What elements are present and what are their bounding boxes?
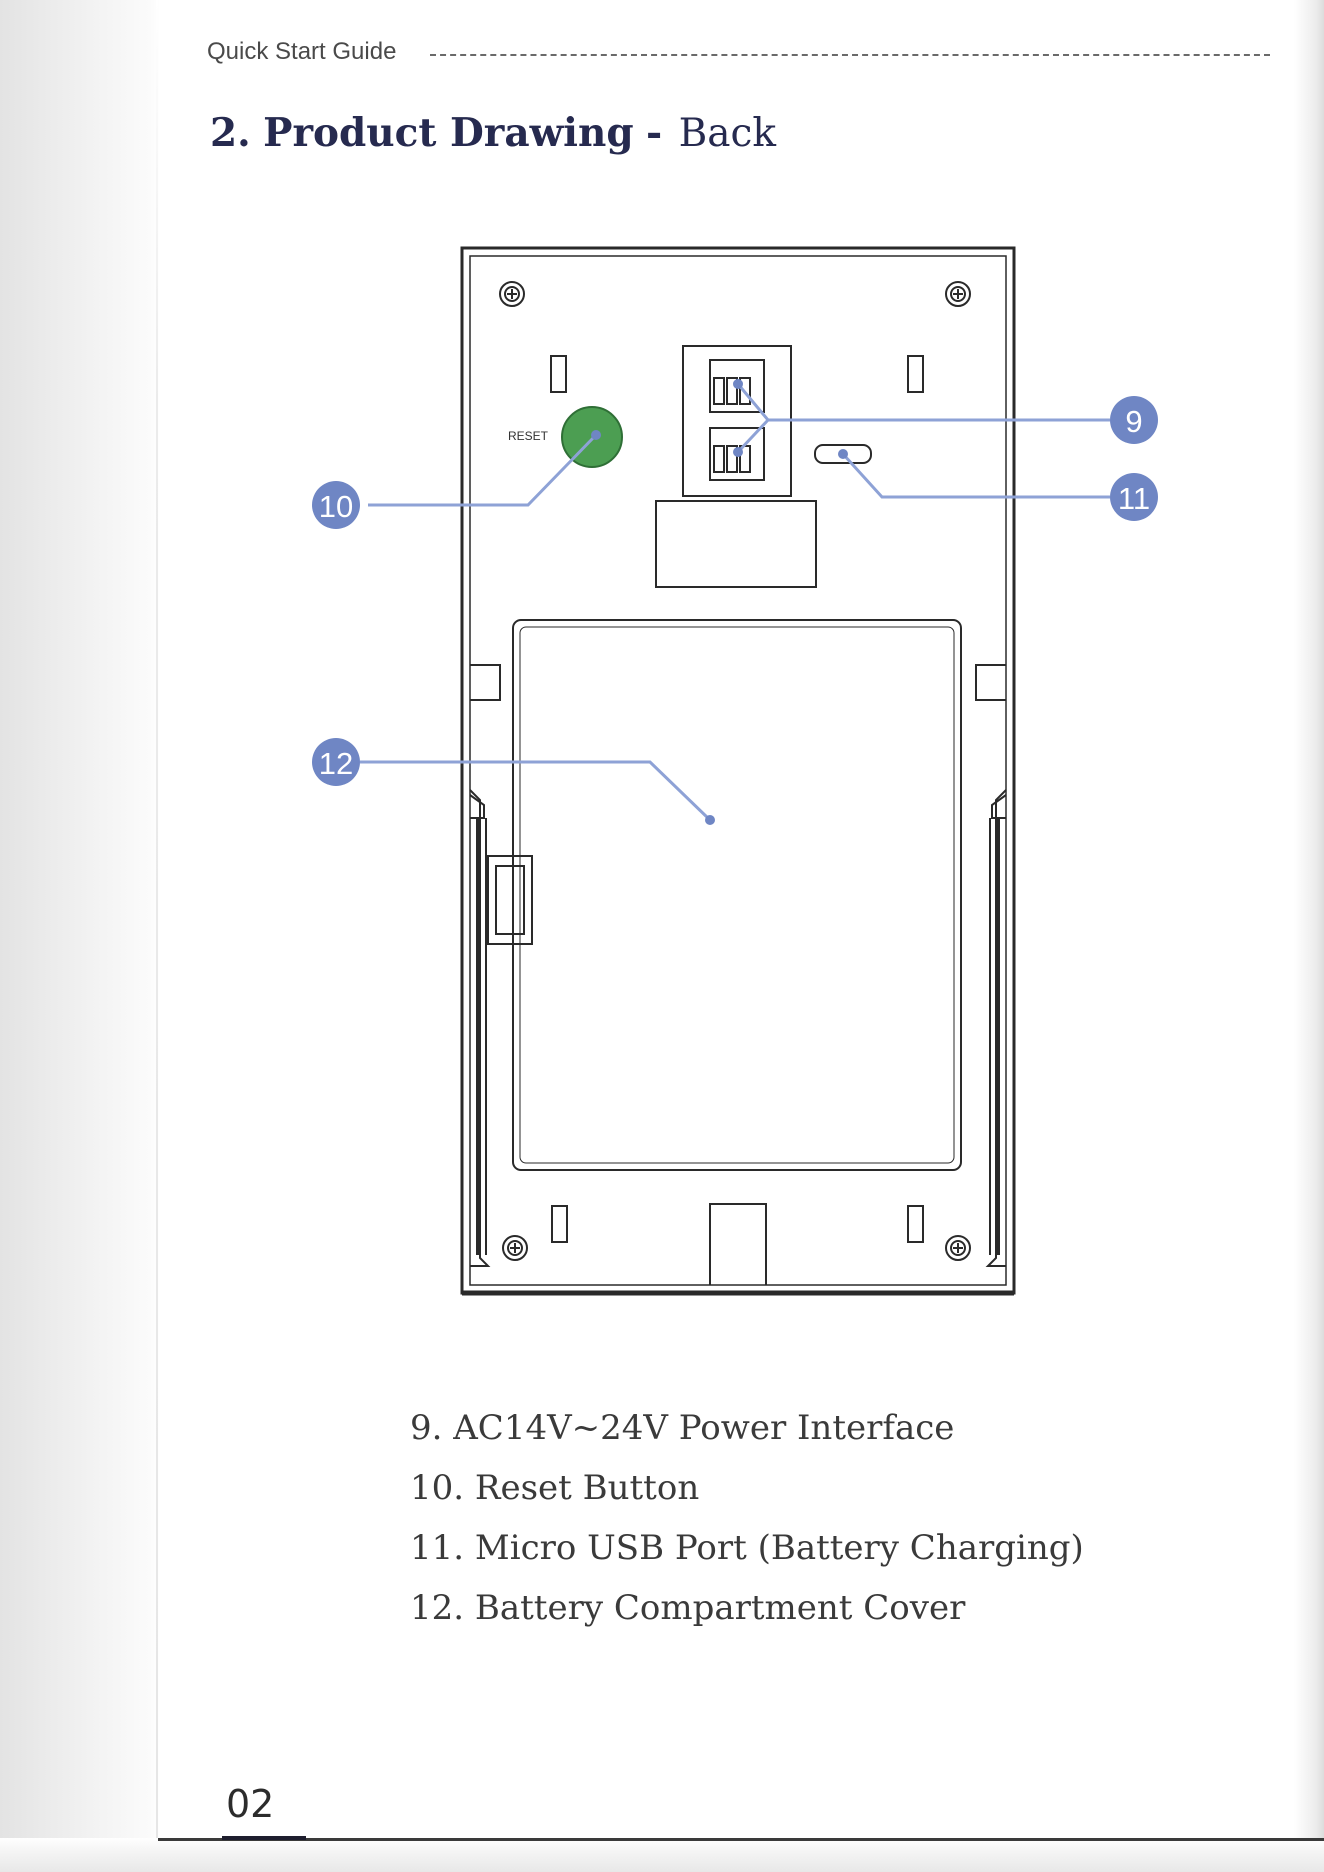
screw-icon	[946, 1236, 970, 1260]
battery-compartment-cover	[513, 620, 961, 1170]
callout-11: 11	[1110, 473, 1158, 521]
legend-item: 11. Micro USB Port (Battery Charging)	[410, 1518, 1084, 1578]
battery-compartment-inner	[520, 627, 954, 1163]
parts-legend: 9. AC14V~24V Power Interface 10. Reset B…	[410, 1398, 1084, 1638]
svg-text:12: 12	[319, 746, 353, 781]
battery-latch	[488, 856, 532, 944]
screw-icon	[500, 282, 524, 306]
mounting-slots	[551, 356, 923, 1242]
callout-12: 12	[312, 738, 360, 786]
svg-text:9: 9	[1125, 404, 1142, 439]
legend-item: 12. Battery Compartment Cover	[410, 1578, 1084, 1638]
legend-item: 9. AC14V~24V Power Interface	[410, 1398, 1084, 1458]
reset-label: RESET	[508, 429, 549, 443]
svg-text:11: 11	[1118, 481, 1150, 516]
right-side-rail	[976, 665, 1006, 1266]
callout-9: 9	[1110, 396, 1158, 444]
legend-item: 10. Reset Button	[410, 1458, 1084, 1518]
page-number-underline	[222, 1836, 306, 1840]
svg-text:10: 10	[319, 489, 353, 524]
bottom-notch	[710, 1204, 766, 1285]
screw-icon	[503, 1236, 527, 1260]
left-side-rail	[470, 665, 500, 1266]
screw-icon	[946, 282, 970, 306]
page-number: 02	[226, 1782, 274, 1826]
callout-10: 10	[312, 481, 360, 529]
